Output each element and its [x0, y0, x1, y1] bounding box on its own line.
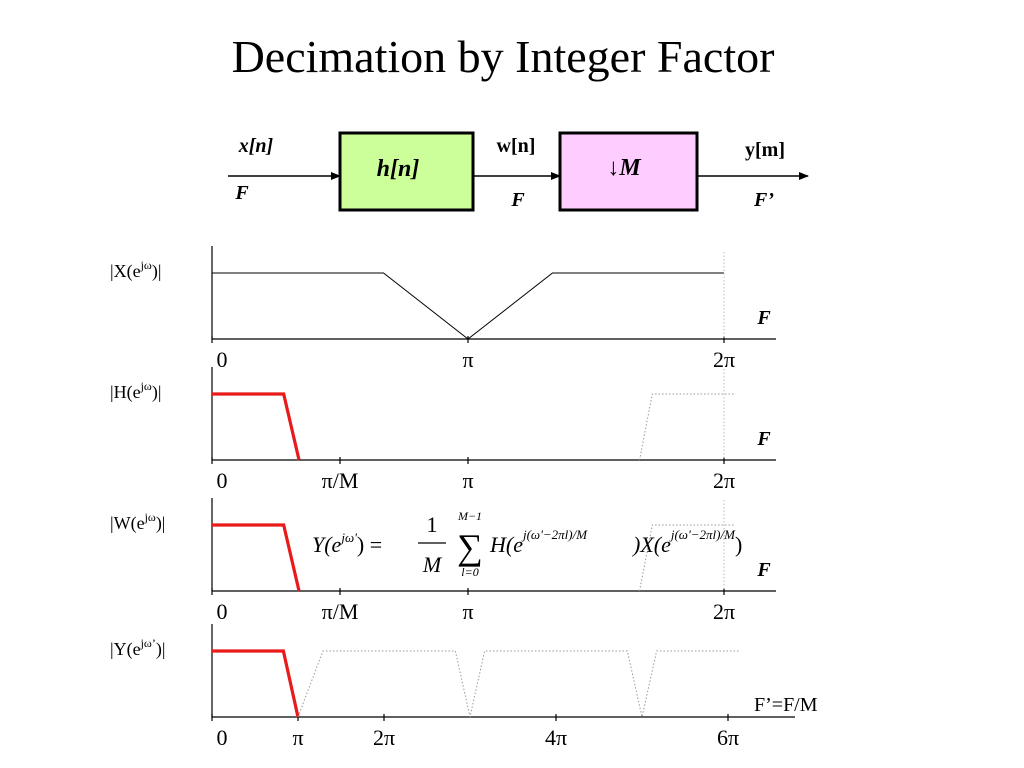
spectrum-rate-label: F — [756, 559, 771, 581]
passband-curve — [212, 649, 300, 718]
x-spectrum-curve — [212, 272, 724, 340]
spectrum-panels: 0 π 2π |X(ejω)| F 0 π/M π 2π |H(ejω)| F 0 π/M π 2π |W(e… — [110, 246, 818, 750]
spectrum-rate-label: F — [756, 428, 771, 450]
downsample-label: ↓M — [607, 155, 642, 181]
x-tick-label: 2π — [373, 725, 395, 750]
output-rate: F’ — [753, 189, 774, 211]
filter-block — [338, 131, 475, 212]
output-label: y[m] — [745, 139, 785, 161]
formula-sum-symbol: ∑ — [457, 527, 483, 567]
spectrum-panel-0: 0 π 2π |X(ejω)| F — [110, 246, 776, 372]
spectrum-rate-label: F’=F/M — [754, 694, 818, 716]
slide-title: Decimation by Integer Factor — [232, 31, 775, 82]
spectrum-ylabel: |X(ejω)| — [110, 258, 161, 282]
output-spectrum-formula: Y(ejω') = 1 M M−1 ∑ l=0 H(ej(ω'−2πl)/M )… — [312, 509, 742, 579]
x-tick-label: 0 — [217, 725, 228, 750]
x-tick-label: 6π — [717, 725, 739, 750]
x-tick-label: π/M — [322, 599, 359, 624]
x-tick-label: 2π — [713, 599, 735, 624]
filter-label: h[n] — [377, 156, 420, 182]
image-passband-curve — [639, 524, 735, 592]
passband-curve — [212, 392, 301, 461]
mid-rate: F — [510, 189, 525, 211]
formula-fraction-denominator: M — [422, 552, 443, 577]
formula-x-term: )X(ej(ω'−2πl)/M) — [631, 527, 742, 557]
x-tick-label: π — [292, 725, 303, 750]
spectrum-ylabel: |H(ejω)| — [110, 379, 161, 403]
spectrum-panel-1: 0 π/M π 2π |H(ejω)| F — [110, 367, 776, 493]
x-tick-label: 0 — [217, 347, 228, 372]
input-label: x[n] — [238, 135, 274, 157]
formula-lhs: Y(ejω') = — [312, 530, 382, 557]
formula-h-term: H(ej(ω'−2πl)/M — [489, 527, 588, 557]
x-tick-label: π/M — [322, 468, 359, 493]
mid-label: w[n] — [497, 135, 536, 157]
x-tick-label: π — [462, 599, 473, 624]
spectrum-panel-3: 0 π 2π 4π 6π |Y(ejω’)| F’=F/M — [110, 624, 818, 750]
input-rate: F — [234, 182, 249, 204]
x-tick-label: 0 — [217, 599, 228, 624]
formula-fraction-numerator: 1 — [427, 512, 438, 537]
spectrum-ylabel: |W(ejω)| — [110, 510, 165, 534]
formula-sum-lower: l=0 — [461, 565, 478, 579]
image-passband-curve — [639, 393, 735, 461]
x-tick-label: π — [462, 347, 473, 372]
x-tick-label: π — [462, 468, 473, 493]
passband-curve — [212, 523, 301, 592]
formula-sum-upper: M−1 — [457, 509, 482, 523]
x-tick-label: 2π — [713, 468, 735, 493]
spectrum-ylabel: |Y(ejω’)| — [110, 636, 165, 660]
spectrum-rate-label: F — [756, 307, 771, 329]
downsampler-block — [558, 131, 699, 212]
spectrum-panel-2: 0 π/M π 2π |W(ejω)| F — [110, 498, 776, 624]
x-tick-label: 4π — [545, 725, 567, 750]
block-diagram: x[n] F h[n] w[n] F ↓M y[m] F’ — [228, 131, 809, 212]
x-tick-label: 0 — [217, 468, 228, 493]
periodic-image-curve — [297, 650, 741, 718]
x-tick-label: 2π — [713, 347, 735, 372]
